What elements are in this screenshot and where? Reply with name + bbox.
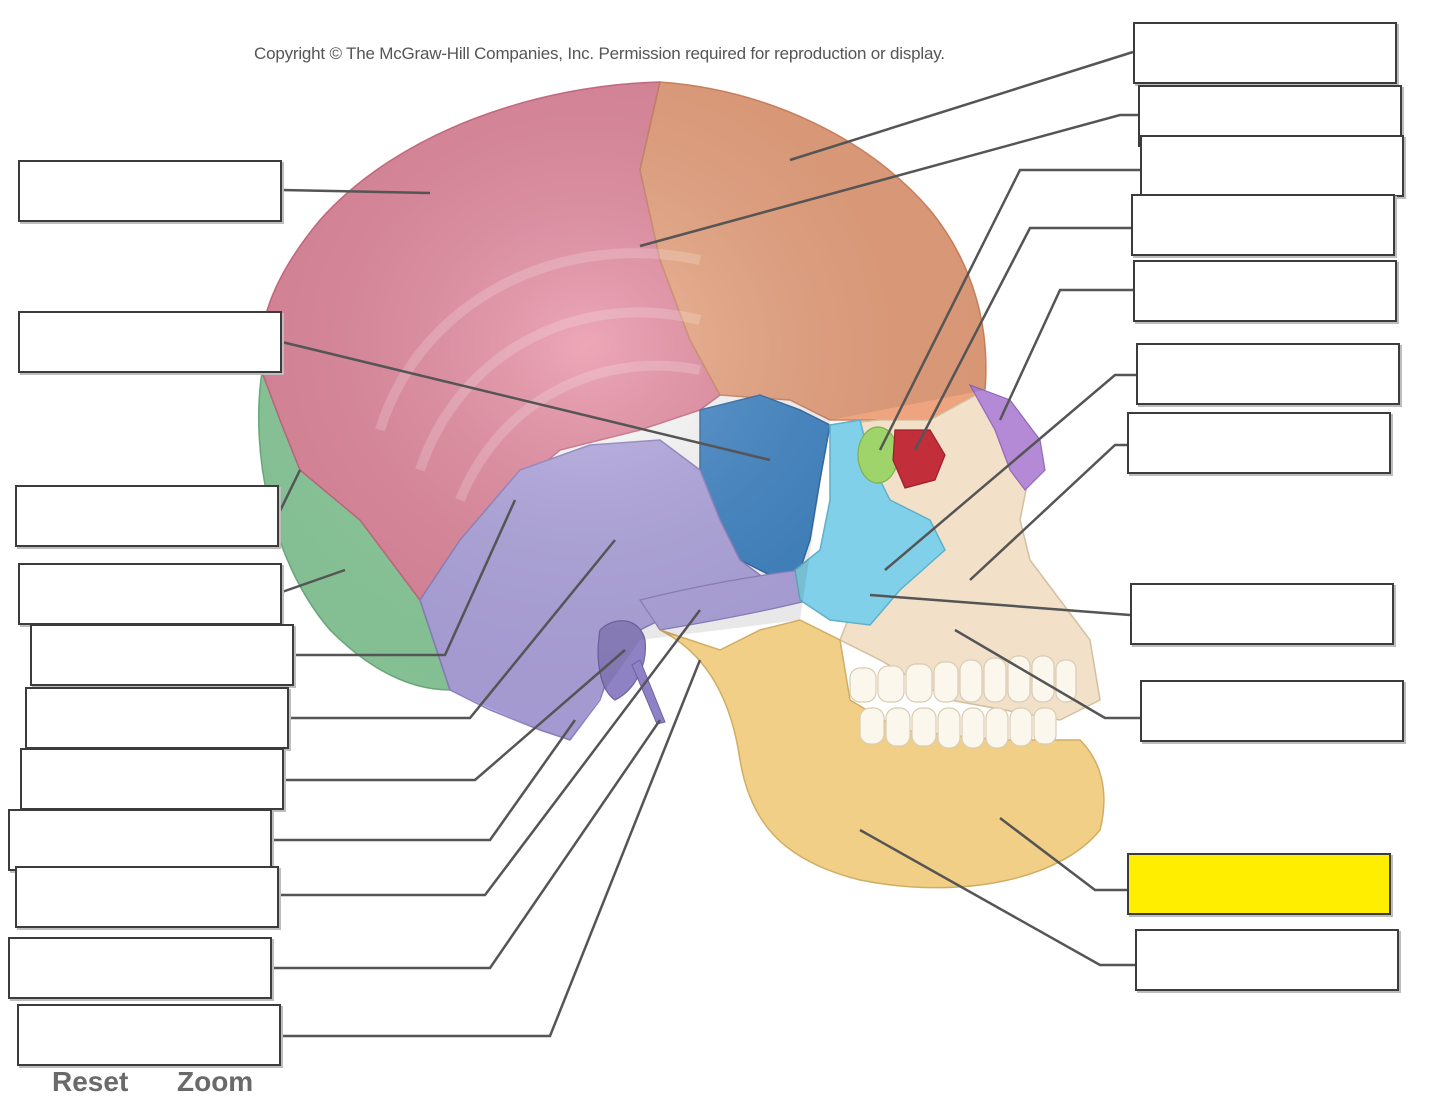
label-box-right-5[interactable] — [1133, 260, 1397, 322]
reset-button[interactable]: Reset — [52, 1066, 129, 1097]
copyright-notice: Copyright © The McGraw-Hill Companies, I… — [254, 44, 945, 63]
label-box-right-1[interactable] — [1133, 22, 1397, 84]
label-box-left-8[interactable] — [8, 809, 272, 871]
label-box-left-7[interactable] — [20, 748, 284, 810]
zoom-button[interactable]: Zoom — [177, 1066, 254, 1097]
label-box-right-4[interactable] — [1131, 194, 1395, 256]
label-box-left-4[interactable] — [18, 563, 282, 625]
leader-lines — [272, 50, 1140, 1038]
label-box-left-10[interactable] — [8, 937, 272, 999]
orbit-bone — [892, 429, 946, 489]
label-box-left-1[interactable] — [18, 160, 282, 222]
label-box-right-10-selected[interactable] — [1127, 853, 1391, 915]
label-box-left-11[interactable] — [17, 1004, 281, 1066]
lacrimal-bone — [857, 426, 899, 484]
label-box-right-9[interactable] — [1140, 680, 1404, 742]
label-box-right-6[interactable] — [1136, 343, 1400, 405]
label-box-left-5[interactable] — [30, 624, 294, 686]
label-box-left-3[interactable] — [15, 485, 279, 547]
label-box-right-11[interactable] — [1135, 929, 1399, 991]
label-box-left-6[interactable] — [25, 687, 289, 749]
label-box-right-8[interactable] — [1130, 583, 1394, 645]
label-box-right-3[interactable] — [1140, 135, 1404, 197]
mandible-bone — [659, 619, 1105, 889]
label-box-right-7[interactable] — [1127, 412, 1391, 474]
nasal-bone — [968, 383, 1046, 491]
teeth — [849, 655, 1077, 749]
label-box-left-9[interactable] — [15, 866, 279, 928]
label-box-left-2[interactable] — [18, 311, 282, 373]
